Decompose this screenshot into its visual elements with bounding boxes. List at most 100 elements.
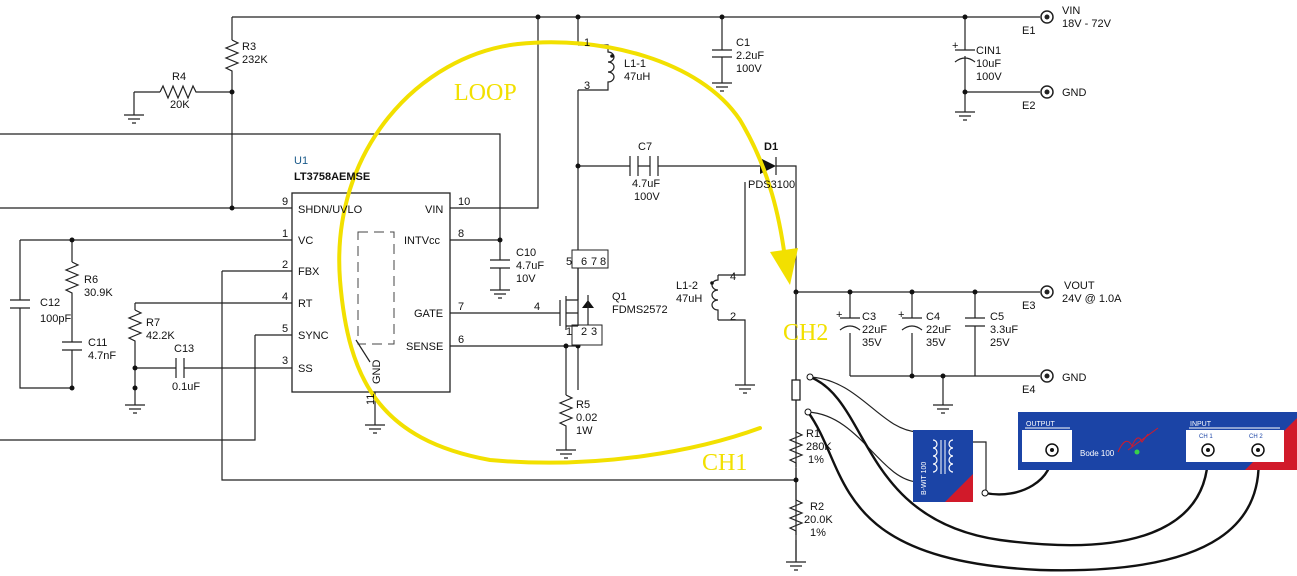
cin1-voltage: 100V (976, 71, 1002, 83)
l1-2-pin4: 4 (730, 271, 736, 283)
c5-ref: C5 (990, 311, 1004, 323)
pin-num-8: 8 (458, 228, 464, 240)
cin1-ref: CIN1 (976, 45, 1001, 57)
pin-ss: SS (298, 363, 313, 375)
c13-capacitor (175, 358, 190, 378)
q1-mosfet (559, 249, 609, 346)
c4-capacitor (901, 317, 923, 331)
pin-rt: RT (298, 298, 313, 310)
c10-value: 4.7uF (516, 260, 544, 272)
c4-ref: C4 (926, 311, 940, 323)
r6-value: 30.9K (84, 287, 113, 299)
cin1-value: 10uF (976, 58, 1001, 70)
pin-num-11: 11 (365, 394, 377, 405)
d1-value: PDS3100 (748, 179, 795, 191)
u1-ic (291, 192, 451, 393)
wires (0, 16, 1040, 562)
c1-value: 2.2uF (736, 50, 764, 62)
l1-1-pin3: 3 (584, 80, 590, 92)
r2-resistor (788, 499, 804, 535)
l1-2-value: 47uH (676, 293, 702, 305)
l1-2-pin2: 2 (730, 311, 736, 323)
q1-ref: Q1 (612, 291, 627, 303)
pin-sync: SYNC (298, 330, 329, 342)
c1-voltage: 100V (736, 63, 762, 75)
c3-ref: C3 (862, 311, 876, 323)
c3-capacitor (839, 317, 861, 331)
q1-value: FDMS2572 (612, 304, 668, 316)
u1-ref: U1 (294, 155, 308, 167)
c4-plus: + (898, 309, 904, 321)
pin-intvcc: INTVcc (404, 235, 441, 247)
u1-part: LT3758AEMSE (294, 171, 370, 183)
bode-input-label: INPUT (1190, 421, 1212, 428)
r5-resistor (558, 394, 574, 430)
r6-ref: R6 (84, 274, 98, 286)
pin-num-4: 4 (282, 291, 288, 303)
ch1-label: CH1 (702, 450, 747, 476)
e3-spec: 24V @ 1.0A (1062, 293, 1122, 305)
q1-pin-6: 6 (581, 256, 587, 268)
r2-value: 20.0K (804, 514, 833, 526)
r7-ref: R7 (146, 317, 160, 329)
pin-num-1: 1 (282, 228, 288, 240)
c10-ref: C10 (516, 247, 536, 259)
e4-ref: E4 (1022, 384, 1035, 396)
svg-text:+: + (952, 40, 958, 52)
r5-power: 1W (576, 425, 593, 437)
c13-ref: C13 (174, 343, 194, 355)
e2-ref: E2 (1022, 100, 1035, 112)
l1-1-value: 47uH (624, 71, 650, 83)
r2-ref: R2 (810, 501, 824, 513)
loop-annotation (337, 40, 798, 465)
c5-value: 3.3uF (990, 324, 1018, 336)
pin-shdn-uvlo: SHDN/UVLO (298, 204, 363, 216)
c12-ref: C12 (40, 297, 60, 309)
r4-resistor (159, 84, 200, 100)
r2-tolerance: 1% (810, 527, 826, 539)
c10-capacitor (490, 259, 510, 276)
l1-2-ref: L1-2 (676, 280, 698, 292)
q1-pin-2: 2 (581, 326, 587, 338)
e4-name: GND (1062, 372, 1087, 384)
c5-capacitor (965, 317, 985, 333)
e1-spec: 18V - 72V (1062, 18, 1112, 30)
q1-pin-3: 3 (591, 326, 597, 338)
pin-num-9: 9 (282, 196, 288, 208)
bode-output-label: OUTPUT (1026, 421, 1056, 428)
c12-capacitor (10, 299, 30, 318)
c4-voltage: 35V (926, 337, 946, 349)
bwit-label: B-WIT 100 (921, 462, 928, 495)
c4-value: 22uF (926, 324, 951, 336)
e3-ref: E3 (1022, 300, 1035, 312)
r4-ref: R4 (172, 71, 186, 83)
bwit-transformer (913, 430, 973, 502)
r6-resistor (64, 261, 80, 300)
d1-ref: D1 (764, 141, 778, 153)
r7-value: 42.2K (146, 330, 175, 342)
pin-gnd: GND (371, 360, 383, 385)
c11-value: 4.7nF (88, 350, 116, 362)
c11-ref: C11 (88, 337, 107, 349)
r3-value: 232K (242, 54, 268, 66)
pin-num-10: 10 (458, 196, 470, 208)
terminal-circles (1040, 10, 1054, 383)
r1-resistor (788, 431, 804, 467)
r3-resistor (224, 39, 240, 74)
pin-vc: VC (298, 235, 313, 247)
q1-pin-1: 1 (566, 326, 572, 338)
c7-capacitor (629, 156, 659, 176)
r1-tolerance: 1% (808, 454, 824, 466)
q1-pin-5: 5 (566, 256, 572, 268)
c1-capacitor (712, 49, 732, 70)
pin-vin: VIN (425, 204, 443, 216)
q1-pin-8: 8 (600, 256, 606, 268)
bode-name-label: Bode 100 (1080, 449, 1115, 458)
c7-voltage: 100V (634, 191, 660, 203)
c10-voltage: 10V (516, 273, 536, 285)
c3-plus: + (836, 309, 842, 321)
pin-fbx: FBX (298, 266, 320, 278)
pin-sense: SENSE (406, 341, 443, 353)
r1-value: 280K (806, 441, 832, 453)
